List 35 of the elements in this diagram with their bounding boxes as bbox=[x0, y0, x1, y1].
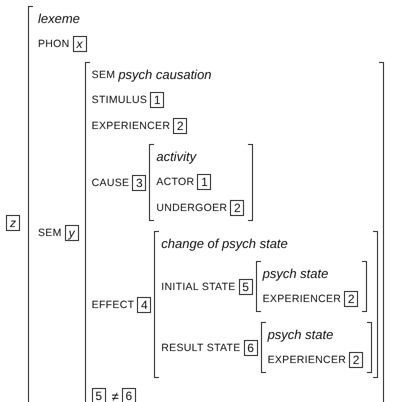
type-name: psych state bbox=[268, 327, 334, 342]
attribute-name: STIMULUS bbox=[92, 94, 148, 106]
attribute-name: PHON bbox=[38, 38, 70, 50]
tag-box: 2 bbox=[344, 291, 358, 307]
tag-box: 1 bbox=[150, 92, 164, 108]
attribute-name: ACTOR bbox=[156, 176, 194, 188]
tag-box: x bbox=[72, 36, 87, 52]
tag-box: 2 bbox=[349, 352, 364, 368]
tag-box: z bbox=[6, 214, 20, 230]
type-name: change of psych state bbox=[161, 236, 288, 251]
attribute-name: SEM bbox=[38, 227, 62, 239]
tag-box: 4 bbox=[137, 296, 152, 312]
attribute-name: UNDERGOER bbox=[156, 202, 228, 214]
tag-box: 3 bbox=[132, 174, 146, 190]
tag-box: 1 bbox=[197, 174, 212, 190]
type-name: lexeme bbox=[38, 11, 80, 26]
tag-box: 5 bbox=[92, 388, 106, 402]
type-name: psych state bbox=[262, 266, 328, 281]
tag-box: 6 bbox=[122, 388, 136, 402]
tag-box: 6 bbox=[244, 340, 258, 356]
attribute-name: EXPERIENCER bbox=[268, 354, 346, 366]
attribute-name: CAUSE bbox=[92, 176, 130, 188]
attribute-name: RESULT STATE bbox=[161, 342, 241, 354]
type-name: activity bbox=[156, 149, 196, 164]
attribute-name: EXPERIENCER bbox=[262, 293, 342, 305]
attribute-name: INITIAL STATE bbox=[161, 280, 236, 292]
attribute-name: SEM bbox=[92, 68, 116, 80]
tag-box: y bbox=[64, 225, 79, 241]
tag-box: 2 bbox=[230, 200, 244, 216]
attribute-name: EXPERIENCER bbox=[92, 120, 170, 132]
attribute-name: EFFECT bbox=[92, 298, 134, 310]
not-equal-sign: ≠ bbox=[112, 388, 119, 402]
type-name: psych causation bbox=[118, 67, 212, 82]
tag-box: 2 bbox=[173, 118, 188, 134]
tag-box: 5 bbox=[238, 278, 253, 294]
